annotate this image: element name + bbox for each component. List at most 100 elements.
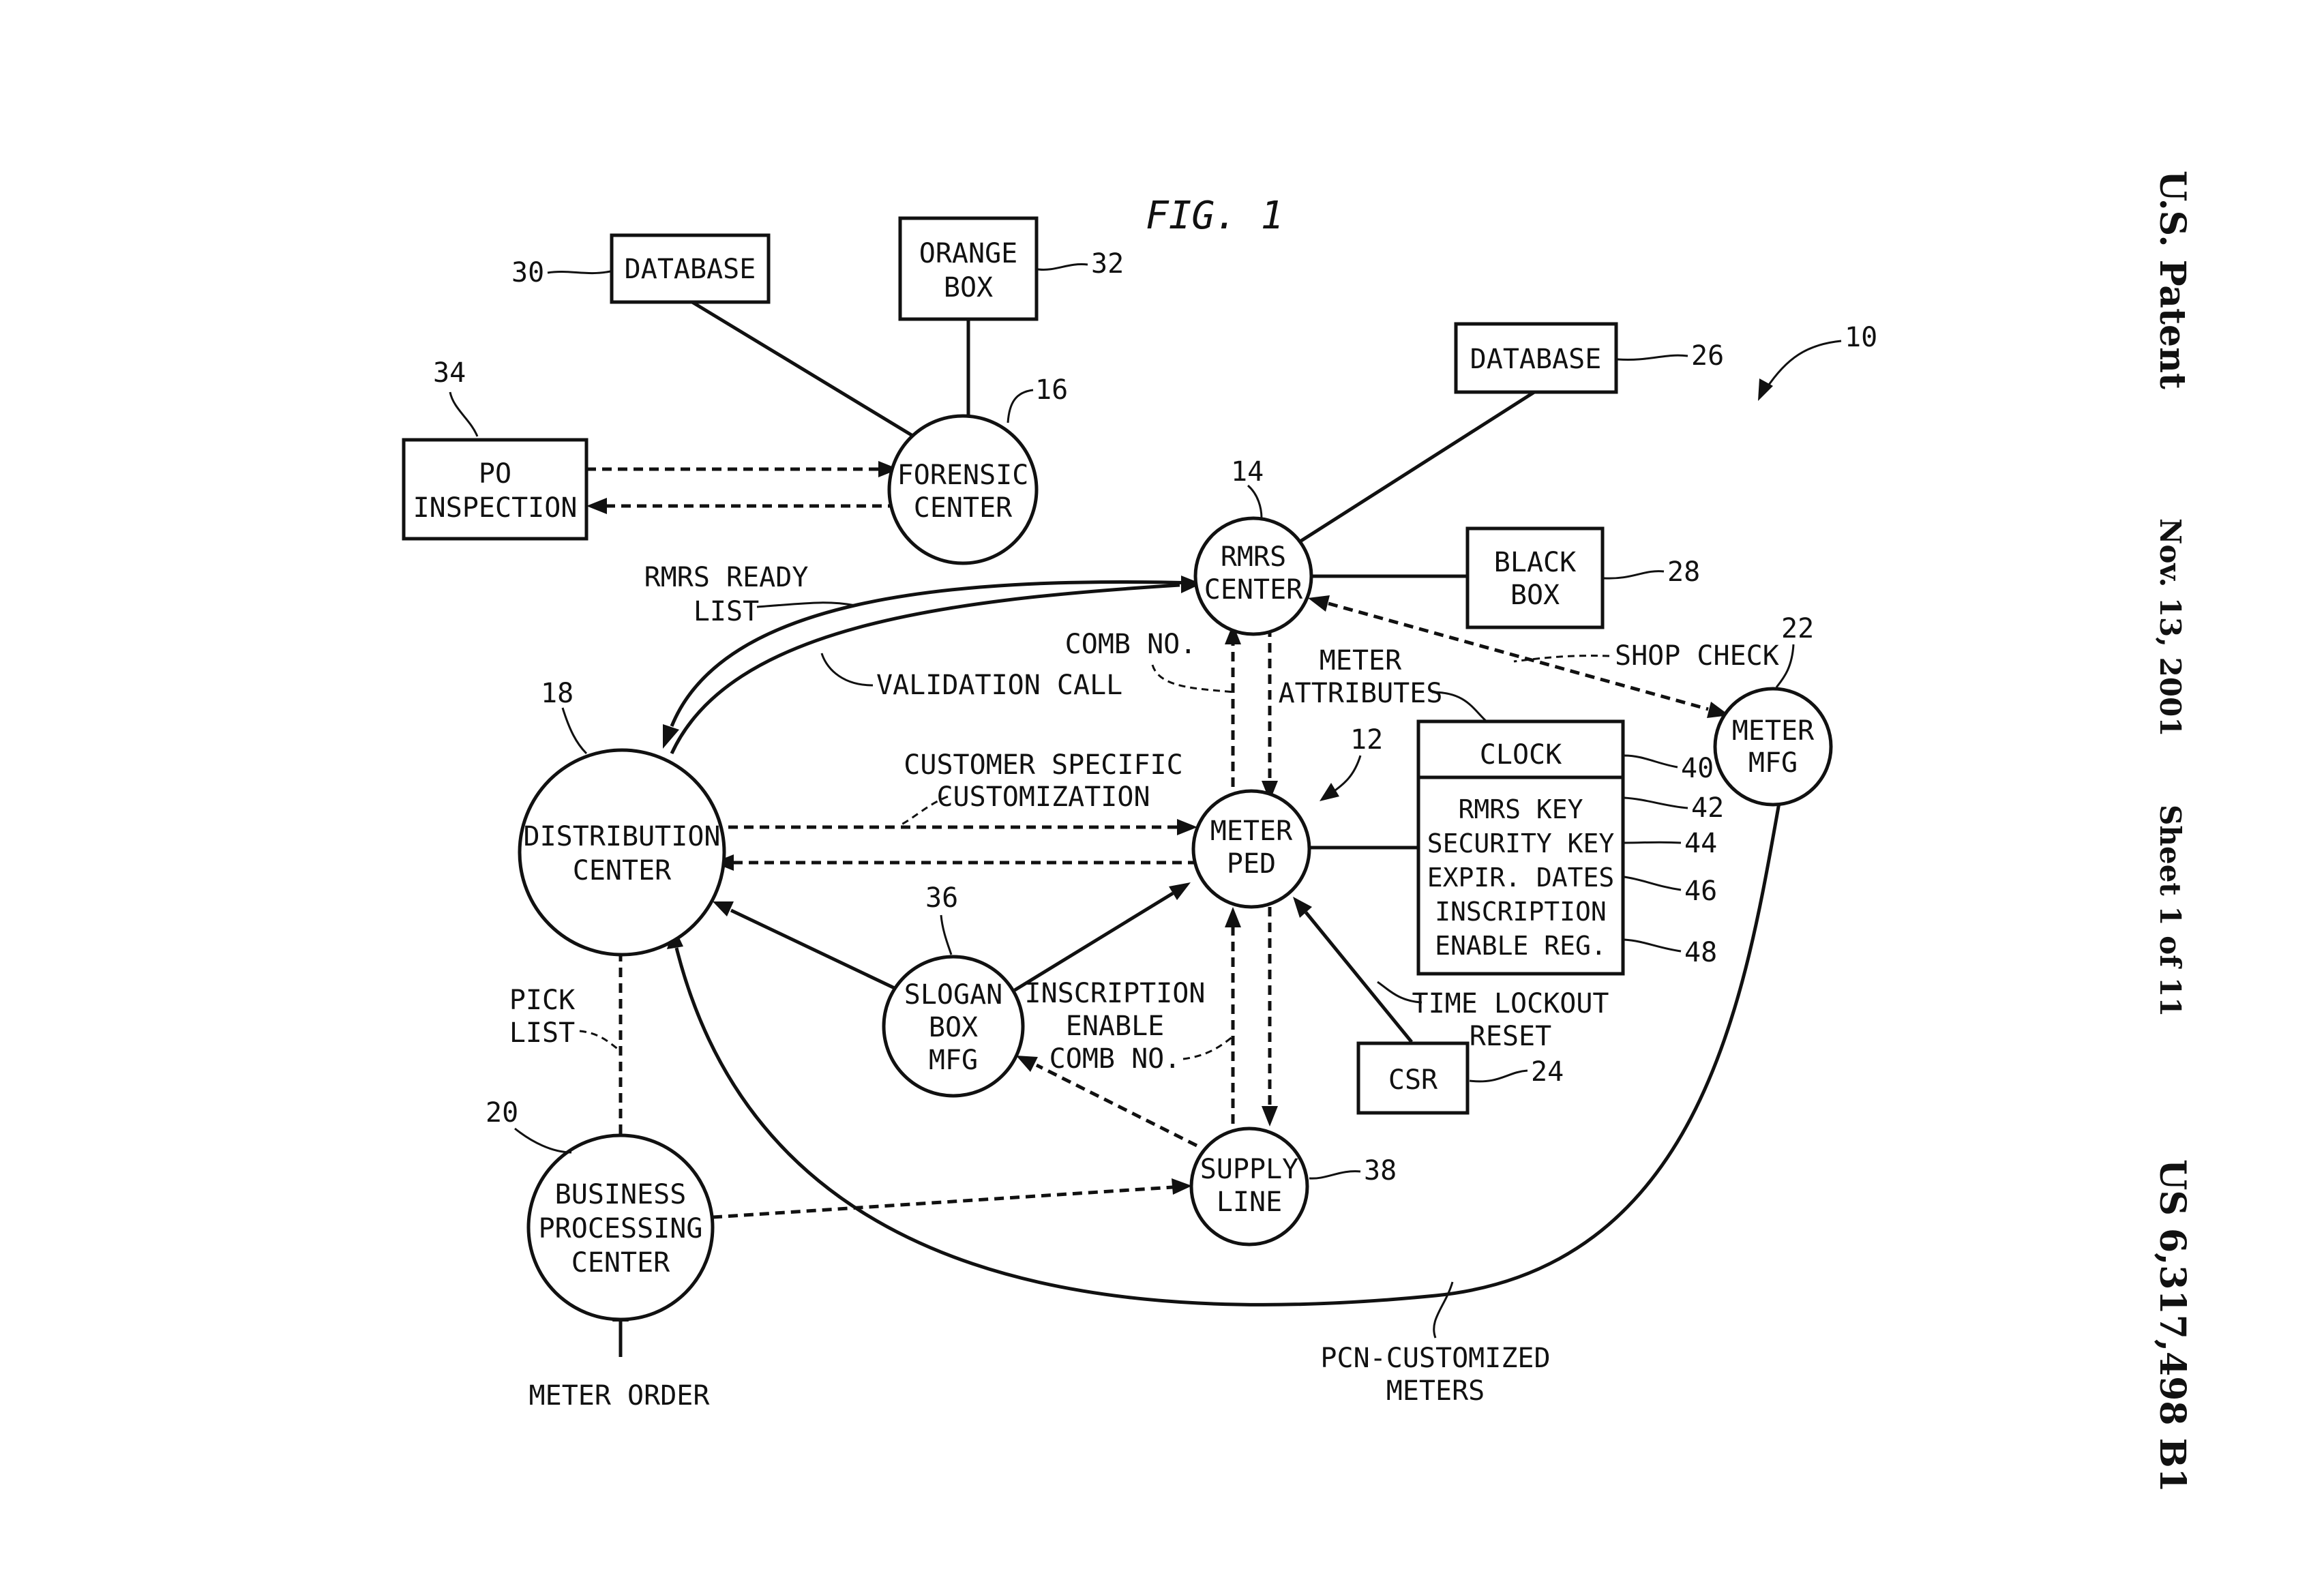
ref-40-leader [1624,756,1678,767]
ref-48: 48 [1684,937,1717,968]
ref-22: 22 [1781,613,1814,644]
arrowhead [1320,783,1339,801]
inscription-enable-line1: INSCRIPTION [1025,978,1206,1009]
business-processing-line2: PROCESSING [539,1213,703,1244]
business-processing-line1: BUSINESS [555,1179,687,1210]
ref-20-leader [515,1129,571,1152]
ref-46-leader [1624,877,1681,890]
customer-specific-line1: CUSTOMER SPECIFIC [904,749,1182,781]
rmrs-center-line2: CENTER [1204,574,1303,606]
black-box-line1: BLACK [1494,547,1576,578]
po-inspection-line2: INSPECTION [413,492,578,524]
validation-call-leader [822,653,873,685]
security-key-label: SECURITY KEY [1427,829,1615,859]
customer-specific-line2: CUSTOMIZATION [936,781,1150,813]
slogan-box-line2: BOX [929,1012,978,1043]
slogan-box-line3: MFG [929,1045,978,1076]
rmrs-ready-list-line2: LIST [694,596,759,627]
rmrs-key-label: RMRS KEY [1458,794,1583,824]
ref-32-leader [1038,265,1088,270]
pick-list-line2: LIST [509,1017,575,1049]
ref-40: 40 [1681,753,1714,784]
meter-mfg-line1: METER [1732,715,1815,747]
meter-attributes-line1: METER [1320,645,1402,676]
arrowhead [586,498,607,514]
expir-dates-label: EXPIR. DATES [1427,863,1615,893]
ref-18-leader [563,708,586,753]
ref-30-leader [548,271,610,273]
ref-28-leader [1604,571,1664,579]
inscription-enable-line2: ENABLE [1066,1011,1165,1042]
meter-mfg-node [1715,689,1831,805]
ref-46: 46 [1684,876,1717,907]
ref-36-leader [941,915,951,955]
distribution-center-node [520,750,724,955]
ref-26-leader [1618,355,1688,359]
enable-reg-label: ENABLE REG. [1435,931,1607,961]
ref-18: 18 [541,678,573,709]
line-slogan-dist [731,910,899,990]
meter-mfg-line2: MFG [1748,747,1798,779]
line-supply-slogan [1037,1065,1197,1146]
business-processing-line3: CENTER [571,1247,670,1279]
arrowhead [1262,1106,1278,1126]
meter-ped-line1: METER [1210,816,1293,847]
arrowhead [1172,1178,1192,1195]
orange-box-line1: ORANGE [919,238,1018,269]
ref-48-leader [1624,940,1681,951]
forensic-center-line1: FORENSIC [897,460,1029,491]
time-lockout-line2: RESET [1470,1021,1551,1052]
inscription-enable-line3: COMB NO. [1049,1043,1181,1075]
inscription-label: INSCRIPTION [1435,897,1607,927]
pick-list-line1: PICK [509,985,575,1016]
validation-call-label: VALIDATION CALL [876,670,1122,701]
ref-24-leader [1470,1071,1528,1081]
orange-box-line2: BOX [944,272,993,303]
comb-no-label: COMB NO. [1065,629,1197,660]
ref-38: 38 [1364,1155,1397,1186]
ref-28: 28 [1667,556,1700,588]
clock-label: CLOCK [1480,739,1562,771]
arrowhead [1308,595,1330,612]
arrowhead [1169,882,1191,900]
meter-attributes-line2: ATTRIBUTES [1279,678,1443,709]
line-csr-meterped [1306,912,1412,1042]
ref-36: 36 [925,882,958,914]
ref-14-leader [1248,486,1262,518]
inscription-enable-leader [1183,1036,1233,1059]
meter-order-label: METER ORDER [529,1380,711,1412]
ref-34: 34 [433,357,466,389]
rmrs-center-line1: RMRS [1221,541,1286,573]
line-slogan-meterped [1015,893,1173,990]
distribution-center-line2: CENTER [573,855,672,886]
supply-line-line1: SUPPLY [1200,1154,1299,1185]
pcn-customized-line1: PCN-CUSTOMIZED [1320,1343,1550,1374]
forensic-center-line2: CENTER [914,492,1013,524]
patent-date: Nov. 13, 2001 [2154,518,2187,736]
pcn-customized-leader [1434,1282,1452,1338]
ref-14: 14 [1231,456,1264,488]
ref-24: 24 [1531,1056,1564,1088]
ref-32: 32 [1091,248,1124,280]
time-lockout-line1: TIME LOCKOUT [1412,988,1609,1019]
ref-12: 12 [1350,724,1383,756]
arrowhead [1016,1056,1038,1072]
slogan-box-line1: SLOGAN [904,979,1003,1011]
shop-check-label: SHOP CHECK [1615,640,1779,672]
ref-20: 20 [486,1097,518,1129]
line-database30-forensic [689,300,914,436]
patent-number: US 6,317,498 B1 [2151,1159,2193,1493]
black-box-line2: BOX [1510,580,1560,611]
ref-42-leader [1624,798,1688,808]
pick-list-leader [580,1031,619,1050]
distribution-center-line1: DISTRIBUTION [524,821,721,852]
arrowhead [1225,907,1241,927]
database-26-label: DATABASE [1470,344,1602,375]
meter-attributes-box: CLOCK RMRS KEY SECURITY KEY EXPIR. DATES… [1418,721,1623,974]
ref-42: 42 [1691,792,1724,824]
ref-44-leader [1624,842,1681,843]
arrowhead [713,901,734,916]
ref-30: 30 [511,257,544,288]
patent-header: U.S. Patent Nov. 13, 2001 Sheet 1 of 11 … [2151,170,2193,1493]
